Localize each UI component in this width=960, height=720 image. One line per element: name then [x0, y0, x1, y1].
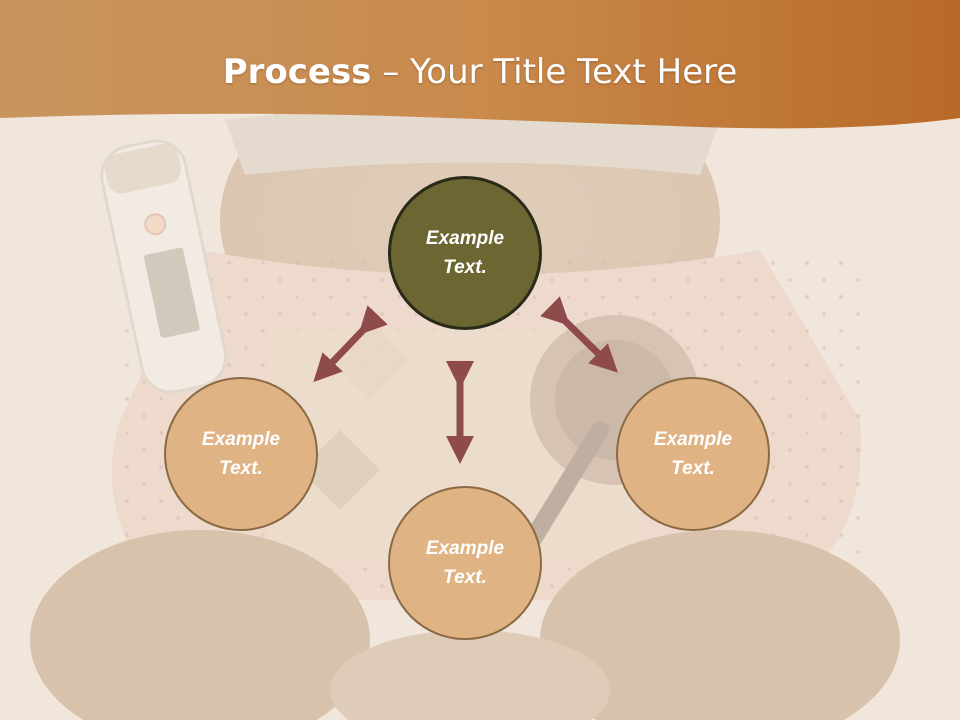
node-bottom-label: Example Text.: [425, 538, 505, 588]
node-bottom: Example Text.: [388, 486, 542, 640]
title-bold: Process: [222, 52, 372, 92]
node-top: Example Text.: [388, 176, 542, 330]
node-left: Example Text.: [164, 377, 318, 531]
arrow-top-left: [313, 305, 388, 383]
node-top-label: Example Text.: [425, 228, 505, 278]
node-left-label: Example Text.: [201, 429, 281, 479]
node-right-label: Example Text.: [653, 429, 733, 479]
slide-title: Process – Your Title Text Here: [0, 52, 960, 92]
arrow-top-right: [540, 296, 619, 373]
node-right: Example Text.: [616, 377, 770, 531]
title-rest: – Your Title Text Here: [371, 52, 738, 92]
